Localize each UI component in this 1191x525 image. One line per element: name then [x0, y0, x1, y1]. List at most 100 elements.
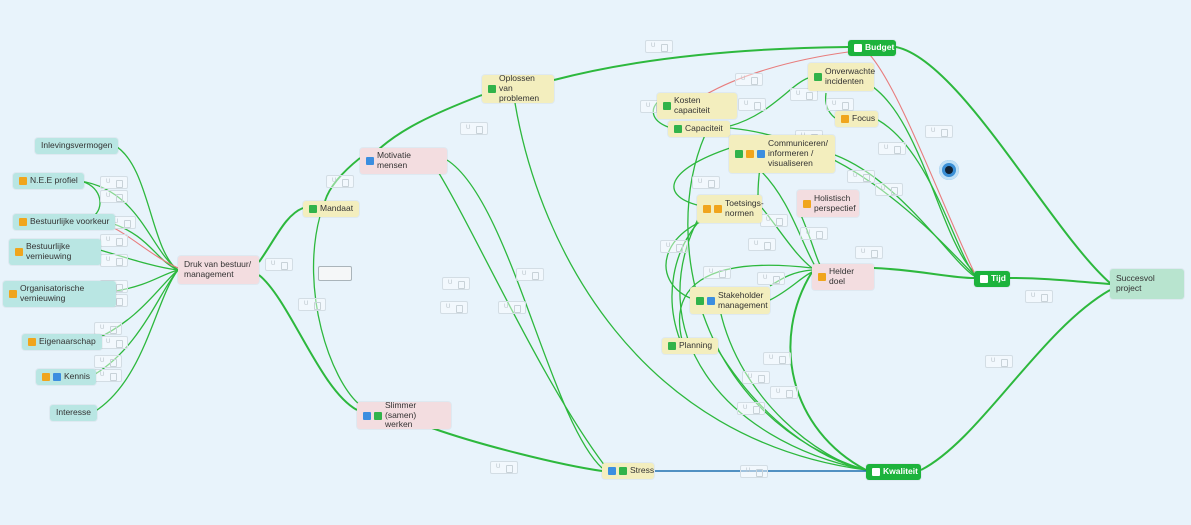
node-budget[interactable]: Budget [848, 40, 896, 56]
ghost-node: U [442, 277, 470, 290]
ghost-node: U [763, 352, 791, 365]
tag-orange-icon [746, 150, 754, 158]
node-bestuurlijke-vernieuwing[interactable]: Bestuurlijke vernieuwing [9, 239, 101, 265]
edge-stakeholder-helder [769, 271, 813, 301]
edge-communiceren-helder [759, 169, 816, 267]
tag-orange-icon [28, 337, 36, 346]
edge-stress-motivatie [431, 161, 606, 467]
node-label: Planning [679, 340, 713, 350]
node-label: Budget [865, 42, 895, 52]
edge-communiceren-tijd [834, 154, 975, 277]
ghost-node: U [748, 238, 776, 251]
node-holistisch-perspectief[interactable]: Holistisch perspectief [797, 190, 859, 217]
node-kwaliteit[interactable]: Kwaliteit [866, 464, 921, 480]
node-stakeholder-management[interactable]: Stakeholder management [690, 287, 770, 314]
node-interesse[interactable]: Interesse [50, 405, 97, 421]
ghost-node: U [737, 402, 765, 415]
node-label: Interesse [56, 407, 91, 417]
edge-mandaat-slimmer [312, 215, 361, 406]
edge-oplossen-kwaliteit [514, 102, 867, 471]
node-druk-van-bestuur[interactable]: Druk van bestuur/ management [178, 256, 259, 284]
ghost-node: U [100, 234, 128, 247]
edge-interesse-druk [93, 269, 179, 413]
node-label: Kwaliteit [883, 466, 918, 476]
node-succesvol-project[interactable]: Succesvol project [1110, 269, 1184, 299]
edge-oplossen-budget [553, 46, 849, 81]
node-label: Inlevingsvermogen [41, 140, 113, 150]
node-focus[interactable]: Focus [835, 111, 878, 127]
node-bestuurlijke-voorkeur[interactable]: Bestuurlijke voorkeur [13, 214, 116, 230]
ghost-node: U [460, 122, 488, 135]
node-onverwachte-incidenten[interactable]: Onverwachte incidenten [808, 63, 876, 91]
node-label: Stress [630, 465, 655, 475]
edge-red-budget-tijd [869, 54, 975, 273]
node-label: Druk van bestuur/ management [184, 259, 252, 279]
ghost-node: U [985, 355, 1013, 368]
node-motivatie-mensen[interactable]: Motivatie mensen [360, 148, 447, 174]
ghost-node: U [826, 98, 854, 111]
edge-inleving-druk [113, 144, 179, 271]
tag-green-icon [488, 85, 496, 93]
node-mandaat[interactable]: Mandaat [303, 201, 360, 217]
edge-druk-slimmer [258, 274, 358, 411]
edge-helder-tijd [873, 267, 975, 279]
node-capaciteit[interactable]: Capaciteit [668, 121, 730, 137]
tag-green-icon [619, 466, 627, 475]
node-eigenaarschap[interactable]: Eigenaarschap [22, 334, 102, 350]
ghost-node: U [100, 176, 128, 189]
node-label: Mandaat [320, 203, 354, 213]
node-organisatorische-vernieuwing[interactable]: Organisatorische vernieuwing [3, 281, 116, 307]
ghost-node: U [94, 369, 122, 382]
ghost-node: U [855, 246, 883, 259]
ghost-node: U [770, 386, 798, 399]
node-slimmer-samen-werken[interactable]: Slimmer (samen) werken [357, 400, 451, 429]
tag-green-icon [735, 150, 743, 158]
node-kosten-capaciteit[interactable]: Kosten capaciteit [657, 93, 737, 119]
tag-orange-icon [841, 114, 849, 123]
node-label: Onverwachte incidenten [825, 66, 876, 86]
node-label: Communiceren/ informeren / visualiseren [768, 138, 828, 168]
node-label: Eigenaarschap [39, 336, 96, 346]
ghost-node: U [490, 461, 518, 474]
node-oplossen-van-problemen[interactable]: Oplossen van problemen [482, 73, 554, 103]
ghost-node: U [516, 268, 544, 281]
tag-white-icon [854, 43, 862, 52]
node-label: Bestuurlijke vernieuwing [26, 241, 72, 261]
node-nee-profiel[interactable]: N.E.E profiel [13, 173, 84, 189]
node-toetsingsnormen[interactable]: Toetsings- normen [697, 195, 764, 223]
ghost-node: U [742, 371, 770, 384]
edge-mandaat-motivatie [324, 157, 361, 202]
ghost-node: U [703, 266, 731, 279]
note-icon[interactable] [318, 266, 352, 281]
edge-slimmer-stress [431, 427, 603, 472]
edge-toetsing-kwaliteit [679, 214, 867, 471]
node-label: Capaciteit [685, 123, 723, 133]
edge-onverwacht-tijd [864, 81, 975, 273]
node-communiceren[interactable]: Communiceren/ informeren / visualiseren [729, 135, 835, 173]
eye-icon[interactable] [939, 160, 959, 180]
node-label: Succesvol project [1116, 273, 1155, 293]
tag-orange-icon [9, 289, 17, 298]
edge-kwaliteit-succes [920, 289, 1111, 471]
tag-orange-icon [714, 205, 722, 213]
edge-stakeholder-kwaliteit [719, 309, 867, 471]
node-helder-doel[interactable]: Helder doel [812, 264, 874, 290]
tag-green-icon [696, 296, 704, 305]
node-label: Toetsings- normen [725, 198, 764, 218]
node-inlevingsvermogen[interactable]: Inlevingsvermogen [35, 138, 119, 154]
ghost-node: U [298, 298, 326, 311]
node-planning[interactable]: Planning [662, 338, 718, 354]
ghost-node: U [757, 272, 785, 285]
node-tijd[interactable]: Tijd [974, 271, 1010, 287]
tag-green-icon [814, 73, 822, 81]
ghost-node: U [760, 214, 788, 227]
node-label: Tijd [991, 273, 1006, 283]
ghost-node: U [790, 88, 818, 101]
tag-blue-icon [53, 372, 61, 381]
node-label: Oplossen van problemen [499, 73, 540, 103]
tag-orange-icon [15, 247, 23, 256]
node-kennis[interactable]: Kennis [36, 369, 96, 385]
node-stress[interactable]: Stress [602, 463, 654, 479]
edge-druk-mandaat [258, 207, 304, 263]
